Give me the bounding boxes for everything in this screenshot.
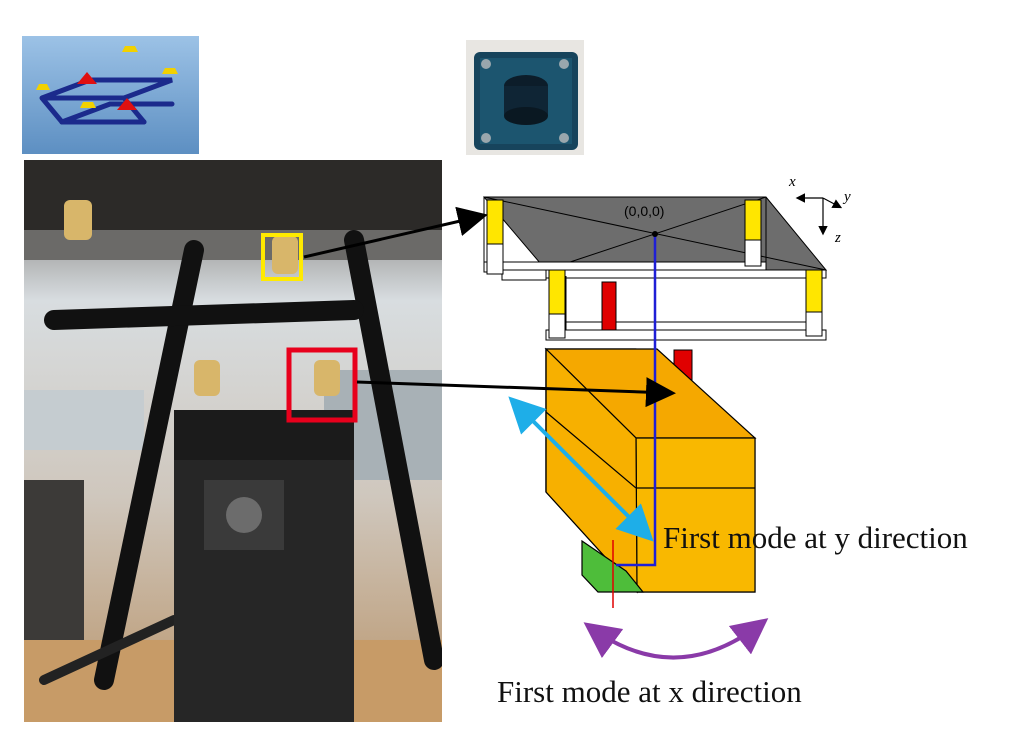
lower-frame [545,276,827,341]
mode-x-arrow [583,618,769,660]
axis-triad-icon [795,193,843,236]
origin-label: (0,0,0) [624,203,665,219]
damper-mount-thumbnail [466,40,584,155]
origin-point [652,231,658,237]
upper-frame [483,261,827,281]
cad-frame-thumbnail [22,36,199,154]
axis-x-label: x [789,174,796,190]
mode-y-arrow [508,396,654,542]
origin-axis-line [616,235,657,567]
mode-y-label: First mode at y direction [663,520,968,555]
mode-x-label: First mode at x direction [497,674,802,709]
drone-gimbal-photo [24,160,442,722]
axis-z-label: z [835,230,841,246]
yellow-dampers [486,199,823,339]
red-damper-callout-arrow [356,377,676,408]
axis-y-label: y [844,189,851,205]
yellow-damper-callout-arrow [303,206,488,259]
